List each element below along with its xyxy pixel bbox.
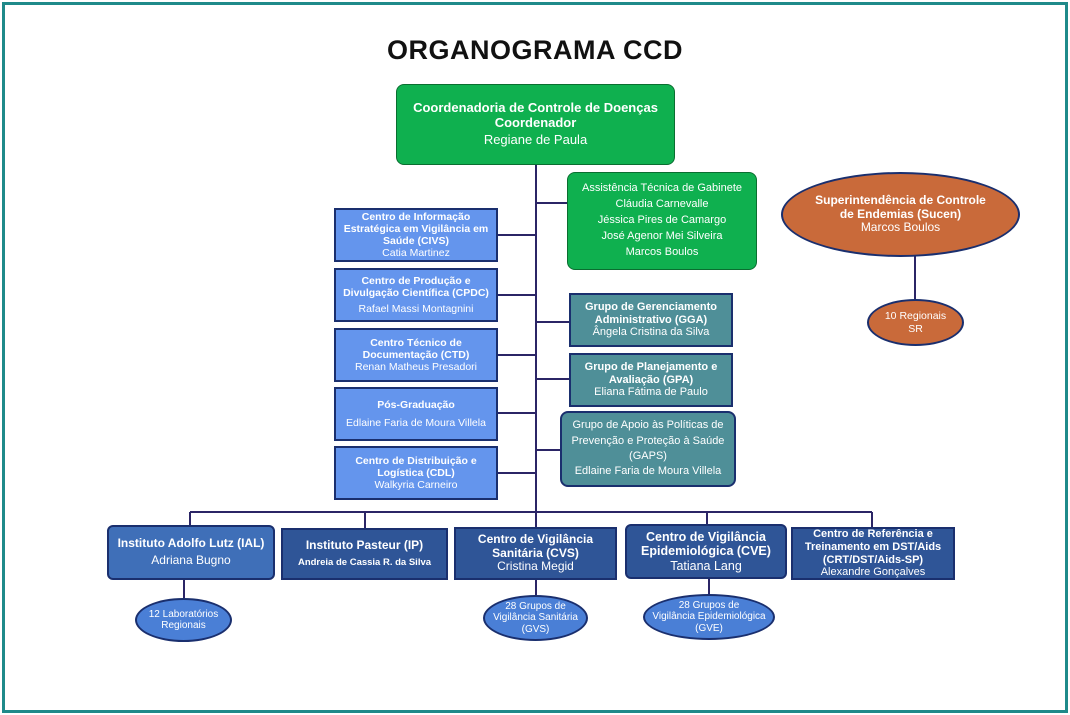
sub-gve-line2: Vigilância Epidemiológica [652, 611, 766, 623]
sucen-title-1: Superintendência de Controle [815, 192, 986, 207]
box-pos-title: Pós-Graduação [377, 398, 455, 411]
box-crt-title: Centro de Referência e Treinamento em DS… [804, 528, 942, 566]
box-cvs: Centro de Vigilância Sanitária (CVS) Cri… [454, 527, 617, 580]
top-title: Coordenadoria de Controle de Doenças [413, 100, 658, 116]
sub-ial-line2: Regionais [161, 620, 206, 631]
box-gpa-name: Eliana Fátima de Paulo [594, 386, 708, 399]
box-ial-name: Adriana Bugno [151, 553, 231, 567]
sub-gvs-line3: (GVS) [521, 623, 550, 635]
assist-box: Assistência Técnica de Gabinete Cláudia … [567, 172, 757, 270]
box-ip-title: Instituto Pasteur (IP) [305, 537, 424, 552]
box-crt-name: Alexandre Gonçalves [820, 566, 926, 579]
assist-name: Jéssica Pires de Camargo [597, 214, 727, 227]
box-cpdc-title: Centro de Produção e Divulgação Científi… [343, 274, 489, 299]
top-box: Coordenadoria de Controle de Doenças Coo… [396, 84, 675, 165]
sucen-oval: Superintendência de Controle de Endemias… [781, 172, 1020, 257]
box-ial: Instituto Adolfo Lutz (IAL) Adriana Bugn… [107, 525, 275, 580]
box-cve: Centro de Vigilância Epidemiológica (CVE… [625, 524, 787, 579]
box-cdl-name: Walkyria Carneiro [374, 479, 458, 492]
top-name: Regiane de Paula [483, 131, 588, 147]
box-gaps: Grupo de Apoio às Políticas de Prevenção… [560, 411, 736, 487]
box-civs: Centro de Informação Estratégica em Vigi… [334, 208, 498, 262]
box-civs-name: Catia Martinez [382, 247, 450, 260]
box-gaps-name: Edlaine Faria de Moura Villela [574, 465, 722, 478]
box-cdl: Centro de Distribuição e Logística (CDL)… [334, 446, 498, 500]
box-ial-title: Instituto Adolfo Lutz (IAL) [117, 536, 265, 551]
box-cvs-title: Centro de Vigilância Sanitária (CVS) [477, 531, 594, 560]
assist-title: Assistência Técnica de Gabinete [582, 182, 742, 195]
box-ctd-title: Centro Técnico de Documentação (CTD) [362, 336, 470, 361]
box-gga-title: Grupo de Gerenciamento Administrativo (G… [584, 301, 718, 326]
sucen-name: Marcos Boulos [860, 220, 941, 235]
box-ctd: Centro Técnico de Documentação (CTD) Ren… [334, 328, 498, 382]
sub-gvs-line2: Vigilância Sanitária [493, 612, 578, 624]
page-title: ORGANOGRAMA CCD [387, 35, 683, 65]
box-cdl-title: Centro de Distribuição e Logística (CDL) [355, 454, 477, 479]
box-ip: Instituto Pasteur (IP) Andreia de Cassia… [281, 528, 448, 580]
box-cve-name: Tatiana Lang [670, 558, 742, 573]
box-pos: Pós-Graduação Edlaine Faria de Moura Vil… [334, 387, 498, 441]
box-ctd-name: Renan Matheus Presadori [355, 361, 477, 374]
sucen-sub-line2: SR [908, 322, 923, 335]
assist-name: José Agenor Mei Silveira [601, 229, 723, 242]
sub-gve-line1: 28 Grupos de [678, 599, 740, 611]
sub-ial-line1: 12 Laboratórios [148, 608, 219, 620]
sucen-sub-line1: 10 Regionais [884, 310, 947, 323]
sucen-sub-oval: 10 Regionais SR [867, 299, 964, 346]
sub-oval-gve: 28 Grupos de Vigilância Epidemiológica (… [643, 594, 775, 640]
box-cpdc: Centro de Produção e Divulgação Científi… [334, 268, 498, 322]
box-civs-title: Centro de Informação Estratégica em Vigi… [343, 210, 489, 247]
box-cpdc-name: Rafael Massi Montagnini [358, 303, 474, 316]
box-gpa-title: Grupo de Planejamento e Avaliação (GPA) [584, 361, 718, 386]
box-cvs-name: Cristina Megid [497, 559, 574, 574]
top-role: Coordenador [494, 115, 577, 131]
sub-oval-gvs: 28 Grupos de Vigilância Sanitária (GVS) [483, 595, 588, 641]
box-gaps-title: Grupo de Apoio às Políticas de Prevenção… [571, 419, 725, 462]
assist-name: Cláudia Carnevalle [615, 198, 709, 211]
box-cve-title: Centro de Vigilância Epidemiológica (CVE… [641, 529, 771, 559]
box-crt: Centro de Referência e Treinamento em DS… [791, 527, 955, 580]
assist-name: Marcos Boulos [625, 245, 699, 258]
box-ip-name: Andreia de Cassia R. da Silva [297, 557, 432, 569]
sucen-title-2: de Endemias (Sucen) [839, 206, 962, 221]
box-pos-name: Edlaine Faria de Moura Villela [346, 417, 486, 429]
box-gga-name: Ângela Cristina da Silva [592, 326, 710, 339]
sub-oval-ial: 12 Laboratórios Regionais [135, 598, 232, 642]
sub-gve-line3: (GVE) [695, 622, 723, 634]
sub-gvs-line1: 28 Grupos de [505, 600, 566, 612]
box-gga: Grupo de Gerenciamento Administrativo (G… [569, 293, 733, 347]
box-gpa: Grupo de Planejamento e Avaliação (GPA) … [569, 353, 733, 407]
